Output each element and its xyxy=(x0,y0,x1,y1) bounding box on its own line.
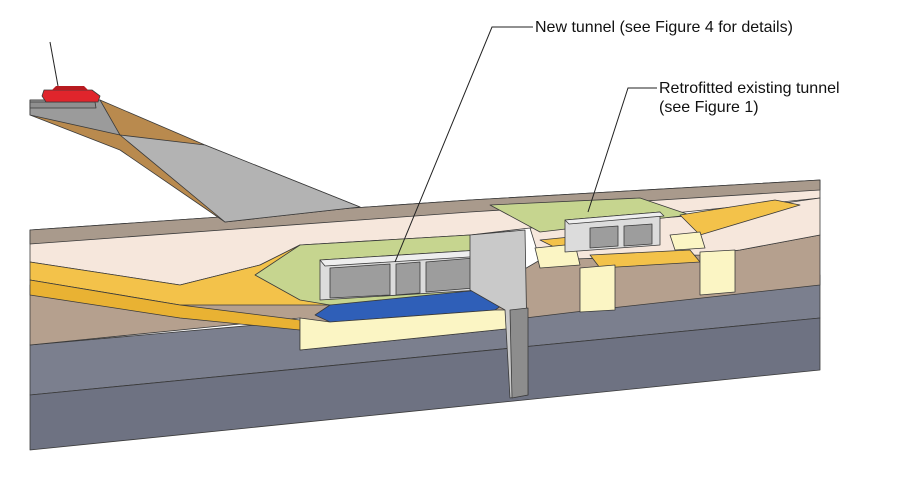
leader-lines xyxy=(394,26,657,263)
new-tunnel-label: New tunnel (see Figure 4 for details) xyxy=(535,19,793,36)
new-tunnel-box xyxy=(319,249,486,301)
sheet-pile-wall xyxy=(469,229,529,399)
retrofitted-tunnel-label-line2: (see Figure 1) xyxy=(659,99,759,116)
embankment-ramp xyxy=(29,99,361,223)
retrofitted-tunnel-label-line1: Retrofitted existing tunnel xyxy=(659,80,840,97)
retrofitted-tunnel-box xyxy=(564,211,665,253)
vehicle-icon xyxy=(41,41,101,103)
